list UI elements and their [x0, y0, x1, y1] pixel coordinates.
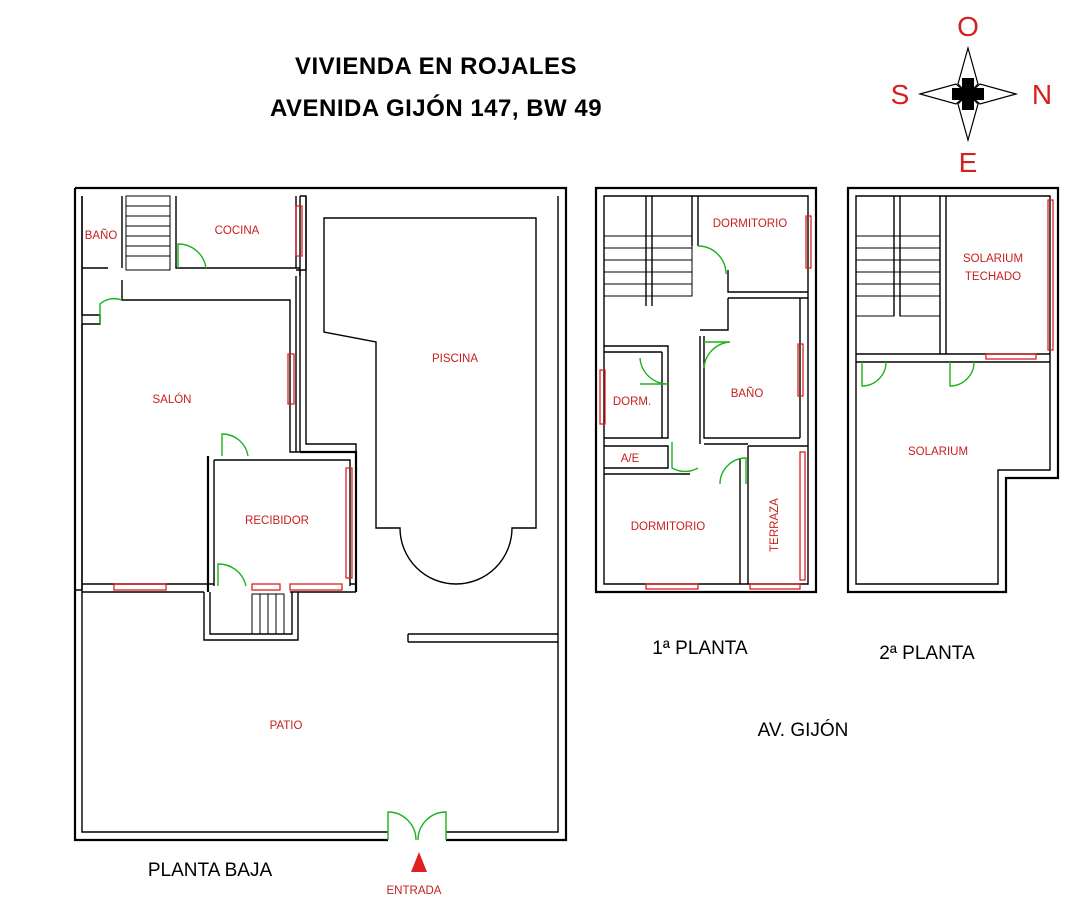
ground-floor-plan: BAÑO COCINA SALÓN PISCINA RECIBIDOR PATI… — [73, 186, 568, 897]
first-door-pasillo — [671, 442, 699, 473]
first-stairs-right — [651, 195, 693, 297]
second-outer-wall-inner — [855, 195, 1051, 585]
first-window-dormitorio-top — [805, 215, 812, 269]
second-window-solarium-techado-bottom — [985, 353, 1037, 360]
room-label-dorm: DORM. — [613, 396, 651, 408]
room-label-ae: A/E — [621, 453, 640, 465]
first-stairs-left — [603, 195, 653, 297]
compass-top-letter: O — [957, 11, 979, 42]
first-door-terraza — [719, 457, 747, 485]
ground-door-salon — [221, 433, 249, 457]
title-line-1: VIVIENDA EN ROJALES — [295, 53, 577, 80]
room-label-solarium: SOLARIUM — [908, 446, 968, 458]
compass-rose: O S N E — [891, 11, 1052, 178]
street-label: AV. GIJÓN — [758, 719, 849, 741]
room-label-terraza: TERRAZA — [769, 498, 781, 552]
room-label-salon: SALÓN — [153, 393, 192, 406]
ground-pool-outline — [323, 217, 537, 585]
first-bano-walls — [699, 298, 801, 445]
second-door-right — [949, 361, 975, 387]
second-outer-wall — [846, 186, 1060, 594]
floor-label-second: 2ª PLANTA — [879, 643, 975, 664]
first-dorm-walls — [604, 345, 669, 439]
ground-mid-line — [75, 583, 356, 593]
first-door-bano — [703, 341, 731, 369]
room-label-solarium-techado-2: TECHADO — [965, 271, 1021, 283]
first-door-dorm — [639, 357, 669, 385]
ground-bano-walls — [81, 196, 123, 325]
room-label-cocina: COCINA — [215, 225, 260, 237]
ground-outer-wall — [73, 186, 568, 842]
ground-window-salon-bottom — [113, 583, 167, 591]
floor-label-ground: PLANTA BAJA — [148, 860, 273, 881]
ground-patio-divider — [305, 196, 558, 643]
first-window-terraza-bottom — [749, 583, 801, 590]
room-label-bano: BAÑO — [85, 229, 118, 242]
first-door-dormitorio-top — [697, 245, 727, 275]
first-window-bano — [797, 343, 804, 397]
ground-window-recibidor-bottom-1 — [251, 583, 281, 591]
entrance-arrow-icon — [411, 852, 427, 872]
second-solarium-techado-walls — [856, 196, 1050, 363]
second-door-left — [861, 361, 887, 387]
first-window-dormitorio-bottom — [645, 583, 699, 590]
floor-label-first: 1ª PLANTA — [652, 638, 748, 659]
compass-right-letter: N — [1032, 79, 1052, 110]
room-label-solarium-techado-1: SOLARIUM — [963, 253, 1023, 265]
first-floor-plan: DORMITORIO DORM. BAÑO A/E DORMITORIO TER… — [594, 186, 818, 659]
first-ae-walls — [604, 445, 669, 475]
ground-outer-wall-inner — [81, 196, 559, 833]
first-window-terraza — [799, 451, 806, 581]
first-dormitorio-bottom-walls — [668, 445, 808, 584]
ground-window-recibidor — [345, 467, 353, 579]
ground-window-cocina — [295, 205, 303, 257]
room-label-dormitorio-top: DORMITORIO — [713, 218, 788, 230]
ground-door-entrance — [387, 811, 447, 841]
ground-entry-stair-walls — [203, 592, 299, 641]
ground-top-stairs — [125, 195, 171, 271]
compass-cross-h — [952, 88, 984, 100]
room-label-bano-first: BAÑO — [731, 387, 764, 400]
ground-window-salon — [287, 353, 295, 405]
room-label-patio: PATIO — [270, 720, 303, 732]
first-outer-wall — [594, 186, 818, 594]
room-label-piscina: PISCINA — [432, 353, 478, 365]
compass-left-letter: S — [891, 79, 910, 110]
ground-salon-walls — [81, 270, 301, 590]
second-stairs-left — [855, 195, 895, 317]
first-outer-wall-inner — [603, 195, 809, 585]
ground-door-recibidor — [217, 563, 247, 587]
second-window-solarium-techado — [1047, 199, 1054, 351]
first-dormitorio-top-walls — [691, 196, 808, 299]
ground-door-cocina — [177, 243, 207, 269]
ground-door-bano — [99, 297, 123, 324]
title-line-2: AVENIDA GIJÓN 147, BW 49 — [270, 94, 602, 122]
second-stairs-right — [899, 195, 941, 317]
ground-recibidor-inner — [213, 459, 351, 586]
ground-window-recibidor-bottom-2 — [289, 583, 343, 591]
entrance-label: ENTRADA — [387, 885, 442, 897]
first-window-dorm — [599, 369, 606, 425]
second-floor-plan: SOLARIUM TECHADO SOLARIUM 2ª PLANTA — [846, 186, 1060, 664]
room-label-recibidor: RECIBIDOR — [245, 515, 309, 527]
compass-bottom-letter: E — [959, 147, 978, 178]
room-label-dormitorio-bottom: DORMITORIO — [631, 521, 706, 533]
